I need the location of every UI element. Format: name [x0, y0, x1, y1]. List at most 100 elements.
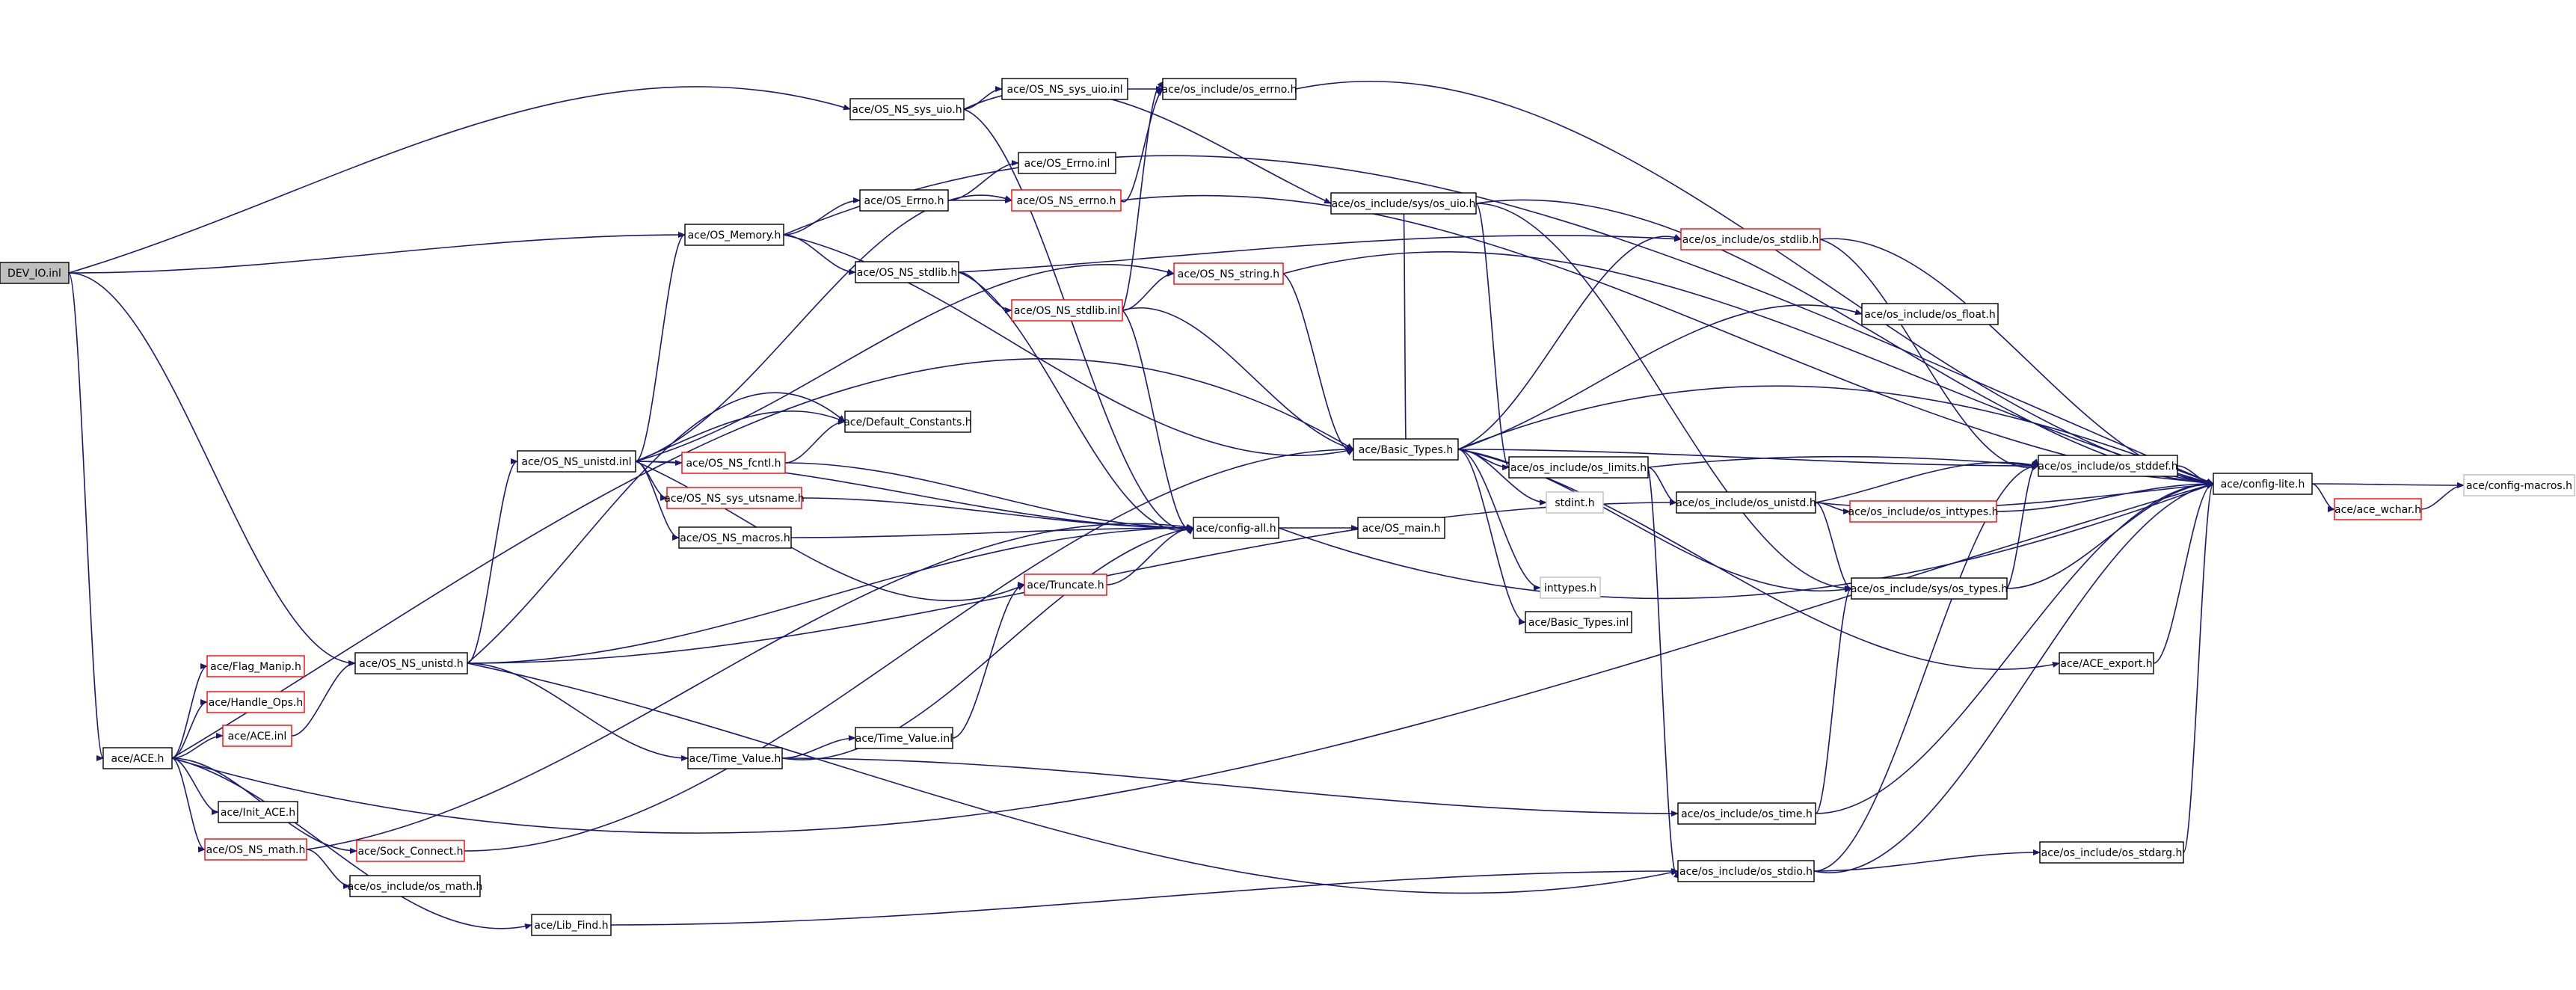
node-box: [1001, 78, 1128, 100]
node-box: [218, 801, 298, 823]
node-config-lite-h[interactable]: ace/config-lite.h: [2213, 473, 2313, 495]
edge-sys_os_types_h-to-os_stddef_h: [2006, 458, 2039, 589]
node-os-ns-sys-uio-inl[interactable]: ace/OS_NS_sys_uio.inl: [1001, 78, 1128, 100]
node-time-value-h[interactable]: ace/Time_Value.h: [687, 747, 783, 769]
node-init-ace-h[interactable]: ace/Init_ACE.h: [218, 801, 298, 823]
node-box: [1677, 860, 1815, 882]
node-flag-manip-h[interactable]: ace/Flag_Manip.h: [206, 655, 305, 677]
edge-os_ns_unistd_h-to-time_value_h: [467, 662, 689, 761]
edge-time_value_h-to-os_time_h: [781, 757, 1679, 817]
edge-os_ns_unistd_inl-to-os_ns_sys_utsname_h: [635, 461, 668, 501]
node-os-main-h[interactable]: ace/OS_main.h: [1357, 517, 1445, 539]
node-os-ns-fcntl-h[interactable]: ace/OS_NS_fcntl.h: [681, 452, 786, 474]
node-ace-export-h[interactable]: ace/ACE_export.h: [2059, 652, 2154, 674]
node-truncate-h[interactable]: ace/Truncate.h: [1024, 574, 1107, 596]
node-label: ace/ACE.h: [111, 753, 165, 765]
node-box: [1011, 299, 1123, 322]
edge-ace_h-to-config_lite_h: [171, 482, 2214, 834]
edge-os_unistd_h-to-os_stddef_h: [1815, 461, 2039, 503]
node-label: ace/os_include/os_stdlib.h: [1682, 234, 1819, 246]
node-basic-types-h[interactable]: ace/Basic_Types.h: [1353, 438, 1459, 461]
edge-ace_h-to-basic_types_h: [171, 358, 1354, 759]
edge-os_time_h-to-config_lite_h: [1815, 481, 2214, 814]
node-label: ace/Handle_Ops.h: [209, 697, 304, 709]
node-ace-inl[interactable]: ace/ACE.inl: [222, 725, 292, 747]
node-os-stddef-h[interactable]: ace/os_include/os_stddef.h: [2038, 455, 2178, 477]
node-dev-io[interactable]: DEV_IO.inl: [0, 262, 70, 284]
node-os-float-h[interactable]: ace/os_include/os_float.h: [1861, 303, 1999, 325]
node-os-errno-inl[interactable]: ace/OS_Errno.inl: [1018, 152, 1116, 174]
node-sys-os-uio-h[interactable]: ace/os_include/sys/os_uio.h: [1330, 192, 1477, 215]
edge-os_ns_unistd_inl-to-os_ns_macros_h: [635, 461, 680, 541]
node-box: [844, 411, 971, 433]
node-box: [1546, 491, 1604, 514]
node-os-ns-math-h[interactable]: ace/OS_NS_math.h: [204, 838, 307, 861]
node-layer: DEV_IO.inl ace/OS_NS_sys_uio.h ace/OS_NS_s…: [0, 78, 2575, 936]
node-basic-types-inl[interactable]: ace/Basic_Types.inl: [1525, 611, 1632, 633]
node-label: ace/os_include/os_float.h: [1864, 309, 1996, 321]
edge-os_ns_string_h-to-config_lite_h: [1282, 251, 2214, 485]
node-ace-h[interactable]: ace/ACE.h: [102, 747, 173, 769]
node-os-ns-string-h[interactable]: ace/OS_NS_string.h: [1173, 262, 1284, 285]
node-os-errno-h[interactable]: ace/os_include/os_errno.h: [1162, 78, 1297, 100]
node-box: [354, 652, 468, 674]
edge-time_value_inl-to-truncate_h: [952, 582, 1025, 739]
node-os-stdio-h[interactable]: ace/os_include/os_stdio.h: [1677, 860, 1815, 882]
edge-os_ns_string_h-to-basic_types_h: [1282, 273, 1354, 456]
node-label: ace/Default_Constants.h: [843, 416, 971, 428]
node-os-ns-sys-utsname-h[interactable]: ace/OS_NS_sys_utsname.h: [664, 487, 805, 509]
node-os-ns-unistd-inl[interactable]: ace/OS_NS_unistd.inl: [517, 450, 636, 473]
node-box: [1861, 303, 1999, 325]
node-os-ns-sys-uio-h[interactable]: ace/OS_NS_sys_uio.h: [849, 98, 965, 120]
node-lib-find-h[interactable]: ace/Lib_Find.h: [531, 914, 612, 936]
node-os-inttypes-h[interactable]: ace/os_include/os_inttypes.h: [1848, 500, 1999, 523]
node-default-constants-h[interactable]: ace/Default_Constants.h: [843, 411, 972, 433]
node-box: [2213, 473, 2313, 495]
node-os-memory-h[interactable]: ace/OS_Memory.h: [684, 224, 784, 246]
edge-os_errno_h-to-config_lite_h: [1295, 80, 2214, 486]
node-os-time-h[interactable]: ace/os_include/os_time.h: [1677, 802, 1816, 825]
node-time-value-inl[interactable]: ace/Time_Value.inl: [855, 727, 953, 749]
node-label: ace/ACE_export.h: [2060, 658, 2152, 670]
node-os-ns-macros-h[interactable]: ace/OS_NS_macros.h: [678, 526, 792, 549]
node-os-ns-errno-h[interactable]: ace/OS_NS_errno.h: [1011, 189, 1122, 212]
node-label: ace/config-all.h: [1196, 523, 1276, 535]
edge-config_all_h-to-config_lite_h: [1278, 483, 2214, 600]
node-box: [849, 98, 965, 120]
node-box: [1024, 574, 1107, 596]
node-os-ns-unistd-h[interactable]: ace/OS_NS_unistd.h: [354, 652, 468, 674]
edge-os_ns_stdlib_h-to-os_ns_stdlib_inl: [958, 271, 1012, 313]
edge-sys_os_uio_h-to-config_lite_h: [1475, 199, 2214, 486]
node-label: ace/OS_NS_string.h: [1178, 268, 1279, 280]
node-os-stdlib-h[interactable]: ace/os_include/os_stdlib.h: [1680, 228, 1821, 250]
node-os-math-h[interactable]: ace/os_include/os_math.h: [348, 875, 483, 897]
node-box: [1162, 78, 1297, 100]
node-os-limits-h[interactable]: ace/os_include/os_limits.h: [1508, 456, 1649, 479]
node-os-unistd-h[interactable]: ace/os_include/os_unistd.h: [1676, 491, 1816, 514]
node-config-macros-h[interactable]: ace/config-macros.h: [2463, 474, 2575, 496]
node-label: ace/OS_NS_sys_utsname.h: [664, 493, 804, 505]
node-os-stdarg-h[interactable]: ace/os_include/os_stdarg.h: [2039, 841, 2184, 864]
node-sys-os-types-h[interactable]: ace/os_include/sys/os_types.h: [1851, 577, 2008, 600]
node-label: ace/Basic_Types.inl: [1528, 617, 1629, 629]
edge-time_value_h-to-config_all_h: [781, 526, 1194, 760]
edge-sock_connect_h-to-basic_types_h: [464, 446, 1354, 852]
node-config-all-h[interactable]: ace/config-all.h: [1193, 517, 1279, 539]
node-label: ace/config-lite.h: [2221, 479, 2305, 491]
node-label: ace/OS_NS_math.h: [206, 844, 306, 856]
node-label: ace/os_include/os_math.h: [348, 881, 483, 893]
node-sock-connect-h[interactable]: ace/Sock_Connect.h: [356, 840, 465, 862]
node-label: ace/OS_NS_fcntl.h: [686, 458, 781, 470]
node-box: [206, 691, 305, 713]
node-os-ns-stdlib-h[interactable]: ace/OS_NS_stdlib.h: [855, 261, 959, 283]
node-box: [2463, 474, 2575, 496]
edge-config_lite_h-to-ace_wchar_h: [2311, 483, 2335, 512]
node-stdint-h[interactable]: stdint.h: [1546, 491, 1604, 514]
node-label: ace/OS_NS_errno.h: [1016, 195, 1116, 207]
node-handle-ops-h[interactable]: ace/Handle_Ops.h: [206, 691, 305, 713]
node-inttypes-h[interactable]: inttypes.h: [1540, 577, 1601, 599]
node-box: [1525, 611, 1632, 633]
node-os-ns-stdlib-inl[interactable]: ace/OS_NS_stdlib.inl: [1011, 299, 1123, 322]
node-ace-wchar-h[interactable]: ace/ace_wchar.h: [2334, 498, 2422, 520]
node-os-errno-hdr[interactable]: ace/OS_Errno.h: [859, 189, 949, 212]
